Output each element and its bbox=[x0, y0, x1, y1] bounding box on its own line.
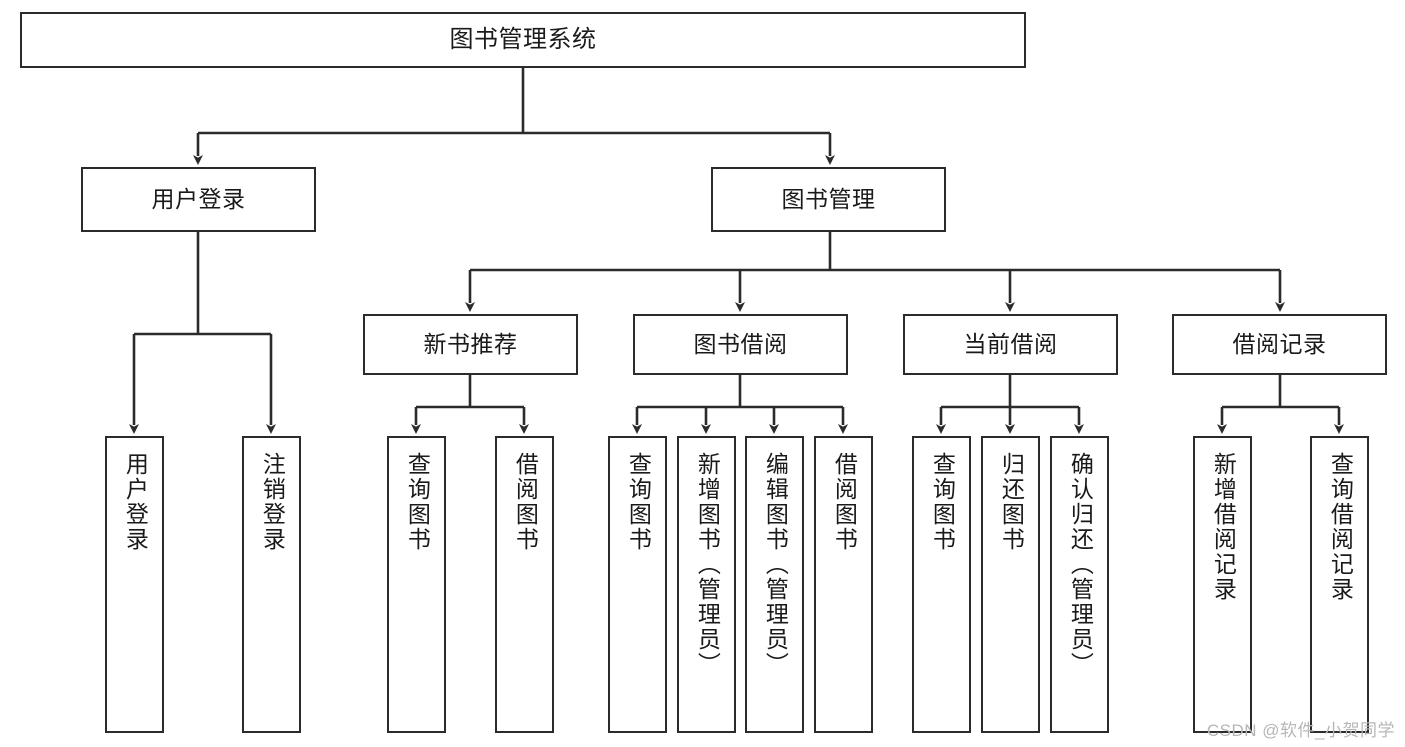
node-label: 图书借阅 bbox=[693, 331, 788, 358]
node-label: 查询图书 bbox=[404, 452, 431, 552]
node-label: 查询借阅记录 bbox=[1327, 452, 1354, 602]
node-label: 图书管理系统 bbox=[449, 26, 597, 54]
node-label: 查询图书 bbox=[929, 452, 956, 552]
node-book-borrow[interactable]: 图书借阅 bbox=[633, 314, 848, 375]
node-leaf-user-login[interactable]: 用户登录 bbox=[105, 436, 164, 733]
node-leaf-confirm-return-admin[interactable]: 确认归还（管理员） bbox=[1050, 436, 1109, 733]
node-label: 借阅记录 bbox=[1232, 331, 1327, 358]
node-leaf-borrow-book[interactable]: 借阅图书 bbox=[814, 436, 873, 733]
node-new-book-recommend[interactable]: 新书推荐 bbox=[363, 314, 578, 375]
node-root-system[interactable]: 图书管理系统 bbox=[20, 12, 1026, 68]
node-label: 用户登录 bbox=[122, 452, 149, 552]
node-leaf-query-book-current[interactable]: 查询图书 bbox=[912, 436, 971, 733]
node-user-login[interactable]: 用户登录 bbox=[81, 167, 316, 232]
node-leaf-return-book[interactable]: 归还图书 bbox=[981, 436, 1040, 733]
node-label: 归还图书 bbox=[998, 452, 1025, 552]
node-leaf-query-book-borrow[interactable]: 查询图书 bbox=[608, 436, 667, 733]
node-label: 用户登录 bbox=[151, 186, 246, 213]
node-label: 新书推荐 bbox=[423, 331, 518, 358]
node-leaf-add-book-admin[interactable]: 新增图书（管理员） bbox=[677, 436, 736, 733]
node-leaf-borrow-book-recommend[interactable]: 借阅图书 bbox=[495, 436, 554, 733]
node-label: 借阅图书 bbox=[831, 452, 858, 552]
node-borrow-record[interactable]: 借阅记录 bbox=[1172, 314, 1387, 375]
node-leaf-query-borrow-record[interactable]: 查询借阅记录 bbox=[1310, 436, 1369, 733]
csdn-watermark: CSDN @软件_小贺同学 bbox=[1206, 721, 1395, 740]
node-label: 图书管理 bbox=[781, 186, 876, 213]
node-label: 当前借阅 bbox=[963, 331, 1058, 358]
node-label: 编辑图书（管理员） bbox=[762, 452, 789, 677]
node-leaf-logout[interactable]: 注销登录 bbox=[242, 436, 301, 733]
node-label: 注销登录 bbox=[259, 452, 286, 552]
node-leaf-query-book-recommend[interactable]: 查询图书 bbox=[387, 436, 446, 733]
node-label: 确认归还（管理员） bbox=[1067, 452, 1094, 677]
node-leaf-add-borrow-record[interactable]: 新增借阅记录 bbox=[1193, 436, 1252, 733]
node-book-management[interactable]: 图书管理 bbox=[711, 167, 946, 232]
node-label: 借阅图书 bbox=[512, 452, 539, 552]
node-label: 新增借阅记录 bbox=[1210, 452, 1237, 602]
node-leaf-edit-book-admin[interactable]: 编辑图书（管理员） bbox=[745, 436, 804, 733]
node-label: 新增图书（管理员） bbox=[694, 452, 721, 677]
node-current-borrow[interactable]: 当前借阅 bbox=[903, 314, 1118, 375]
node-label: 查询图书 bbox=[625, 452, 652, 552]
